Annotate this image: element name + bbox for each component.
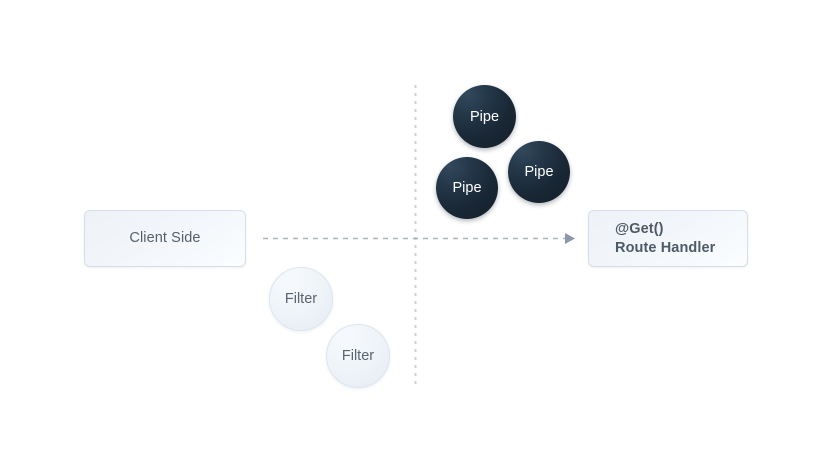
pipe-circle-3-label: Pipe [524,164,554,180]
pipe-circle-1-label: Pipe [469,108,500,125]
route-handler-decorator-label: @Get() [615,221,664,238]
filter-circle-2[interactable]: Filter [326,324,390,388]
client-side-box[interactable]: Client Side [84,210,246,267]
route-handler-text: @Get() Route Handler [615,220,715,256]
pipe-circle-3[interactable]: Pipe [508,141,570,203]
filter-circle-1-label: Filter [284,291,318,307]
request-flow-arrowhead-icon [565,233,575,244]
route-handler-name-label: Route Handler [615,239,716,256]
client-side-label: Client Side [129,230,201,247]
pipe-circle-1[interactable]: Pipe [453,85,516,148]
route-handler-box[interactable]: @Get() Route Handler [588,210,748,267]
filter-circle-2-label: Filter [341,348,375,364]
pipe-circle-2[interactable]: Pipe [436,157,498,219]
pipe-circle-2-label: Pipe [452,180,482,196]
filter-circle-1[interactable]: Filter [269,267,333,331]
